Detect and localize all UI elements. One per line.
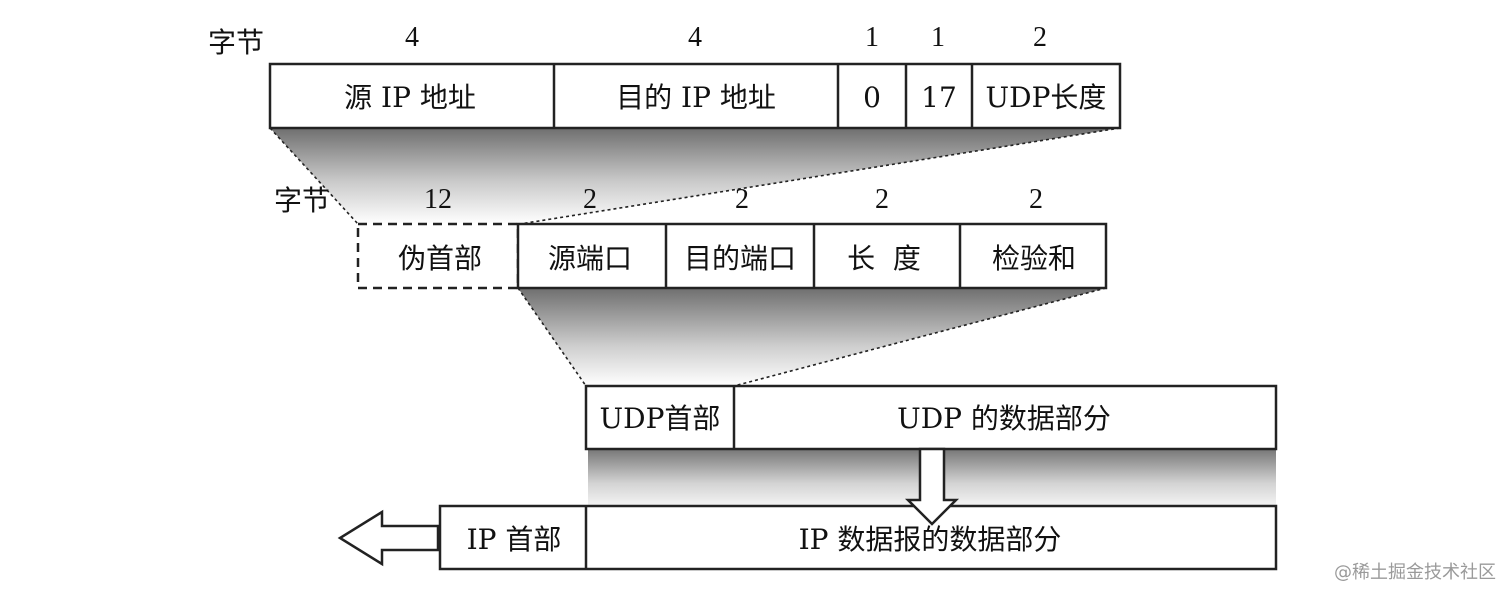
field-pseudo-header: 伪首部 [398,242,482,275]
byte-count-protocol: 1 [931,22,945,53]
ip-pseudo-header-box [268,62,1122,130]
byte-label-row1: 字节 [208,26,264,59]
byte-count-pseudo-header: 12 [424,184,452,215]
pseudo-header-box [356,222,520,290]
byte-label-row2: 字节 [274,184,330,217]
watermark: @稀土掘金技术社区 [1334,562,1496,583]
byte-count-checksum: 2 [1029,184,1043,215]
projection-line-right-top [519,127,1121,225]
byte-count-source-port: 2 [583,184,597,215]
byte-count-length: 2 [875,184,889,215]
byte-count-udp-length: 2 [1033,22,1047,53]
field-length: 长 度 [847,242,921,275]
byte-count-dest-port: 2 [735,184,749,215]
udp-datagram-box [584,384,1278,451]
field-source-ip: 源 IP 地址 [344,81,476,114]
projection-line-left-top [269,127,359,225]
udp-header-box [516,222,1108,290]
down-arrow-icon [904,447,960,526]
field-protocol: 17 [921,81,957,114]
field-udp-length: UDP长度 [986,81,1107,114]
ip-datagram-box [438,504,1278,571]
field-dest-ip: 目的 IP 地址 [616,81,776,114]
byte-count-dest-ip: 4 [688,22,702,53]
byte-count-zero: 1 [865,22,879,53]
projection-shade-middle [518,288,1106,386]
field-udp-data: UDP 的数据部分 [897,402,1111,435]
projection-line-left-middle [517,287,587,387]
byte-count-source-ip: 4 [405,22,419,53]
field-dest-port: 目的端口 [684,242,796,275]
field-source-port: 源端口 [548,242,632,275]
field-ip-header: IP 首部 [467,523,562,556]
field-udp-header: UDP首部 [600,402,721,435]
field-ip-data: IP 数据报的数据部分 [799,523,1062,556]
field-zero: 0 [863,81,881,114]
projection-line-right-middle [733,287,1107,387]
field-checksum: 检验和 [992,242,1076,275]
projection-shade-top [270,128,1120,224]
left-arrow-icon [337,509,440,567]
